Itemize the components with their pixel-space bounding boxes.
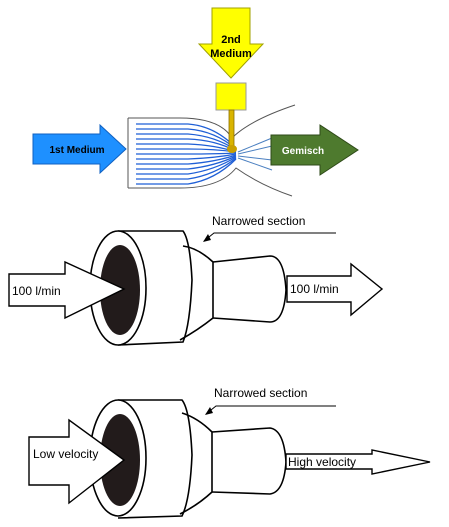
narrowed-pointer-middle bbox=[203, 232, 336, 242]
medium2-label-line1: 2nd bbox=[221, 34, 241, 46]
inflow-label-bottom: Low velocity bbox=[33, 447, 98, 461]
wide-pipe-middle bbox=[117, 230, 193, 346]
outflow-arrow-bottom bbox=[285, 449, 431, 475]
taper-bottom bbox=[179, 412, 213, 515]
taper-middle bbox=[179, 245, 214, 341]
injection-nozzle bbox=[215, 82, 247, 153]
narrowed-pointer-bottom bbox=[205, 405, 336, 415]
injector-housing bbox=[127, 104, 296, 197]
narrowing-flow-diagram: Narrowed section 100 l/min 100 l/min bbox=[8, 214, 384, 346]
narrowed-pointer-head-middle bbox=[203, 234, 211, 242]
mixture-label: Gemisch bbox=[282, 146, 324, 157]
medium1-label: 1st Medium bbox=[49, 145, 104, 156]
inflow-label-middle: 100 l/min bbox=[12, 284, 61, 298]
flow-lines bbox=[136, 123, 237, 185]
outflow-label-bottom: High velocity bbox=[288, 455, 356, 469]
medium2-label-line2: Medium bbox=[210, 48, 252, 60]
narrow-pipe-middle bbox=[212, 255, 287, 323]
narrowed-label-bottom: Narrowed section bbox=[214, 386, 307, 400]
mixing-lines bbox=[237, 137, 273, 171]
velocity-diagram: Narrowed section Low velocity High veloc… bbox=[28, 386, 431, 519]
medium2-arrow: 2nd Medium bbox=[197, 7, 265, 79]
inflow-arrow-bottom bbox=[28, 418, 126, 505]
outflow-label-middle: 100 l/min bbox=[290, 282, 339, 296]
wide-pipe-bottom bbox=[117, 399, 193, 519]
outflow-arrow-middle bbox=[286, 262, 384, 317]
mixture-arrow: Gemisch bbox=[270, 124, 359, 176]
narrow-pipe-bottom bbox=[211, 427, 287, 495]
medium1-arrow: 1st Medium bbox=[32, 123, 127, 175]
injector-diagram: 2nd Medium 1st Medium Gemisch bbox=[32, 7, 359, 197]
inflow-arrow-middle bbox=[8, 260, 126, 320]
narrowed-label-middle: Narrowed section bbox=[212, 214, 305, 228]
narrowed-pointer-head-bottom bbox=[205, 407, 213, 415]
